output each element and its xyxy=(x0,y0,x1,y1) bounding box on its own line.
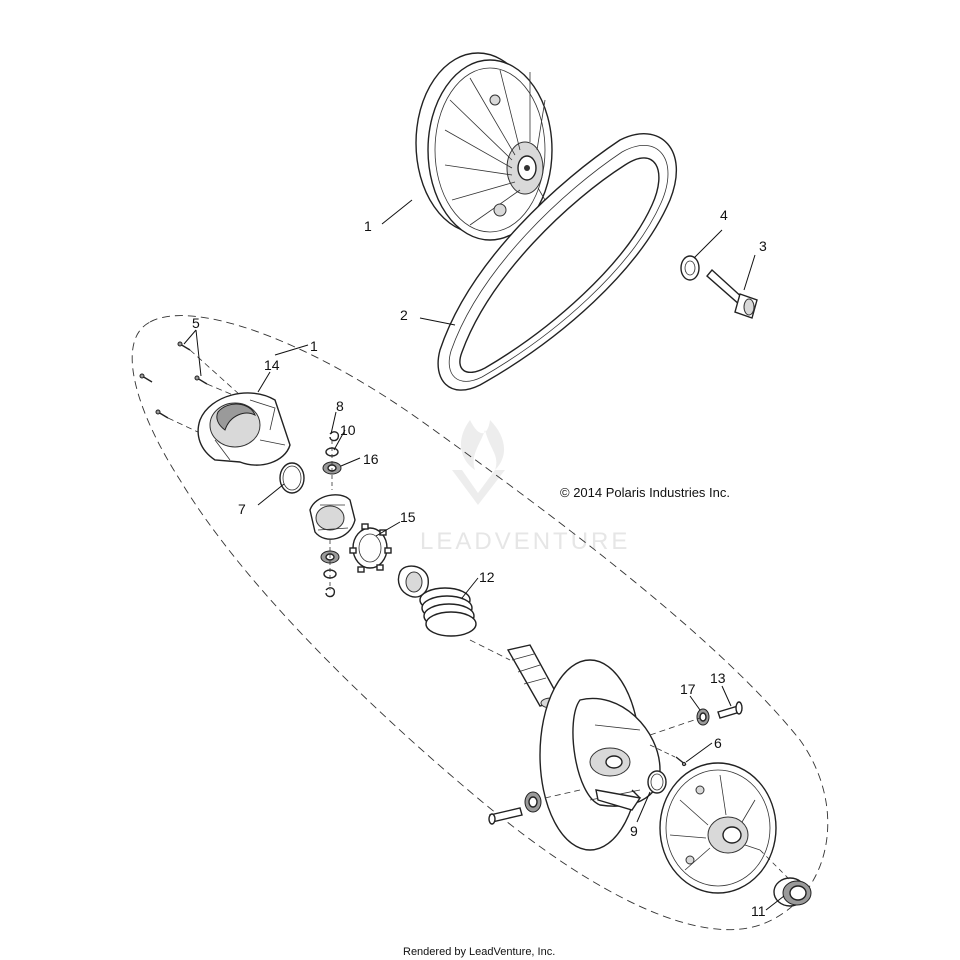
callout-labels: 1 2 3 4 5 1 14 7 8 10 16 15 12 13 17 6 9… xyxy=(192,207,767,919)
shaft xyxy=(469,639,562,709)
callout-8: 8 xyxy=(336,398,344,414)
roller-pin xyxy=(649,701,743,736)
callout-1-assembly: 1 xyxy=(310,338,318,354)
callout-15: 15 xyxy=(400,509,416,525)
callout-4: 4 xyxy=(720,207,728,223)
callout-1-top: 1 xyxy=(364,218,372,234)
callout-12: 12 xyxy=(479,569,495,585)
callout-3: 3 xyxy=(759,238,767,254)
callout-7: 7 xyxy=(238,501,246,517)
drive-belt xyxy=(437,133,677,391)
ring xyxy=(647,770,667,794)
washer xyxy=(680,255,700,281)
roller-stack-upper xyxy=(322,431,342,490)
callout-2: 2 xyxy=(400,307,408,323)
callout-9: 9 xyxy=(630,823,638,839)
callout-6: 6 xyxy=(714,735,722,751)
callout-17: 17 xyxy=(680,681,696,697)
bearing xyxy=(759,849,812,907)
hub xyxy=(309,494,356,540)
copyright-text: © 2014 Polaris Industries Inc. xyxy=(560,485,730,500)
roller-stack-lower xyxy=(320,540,340,598)
bolt xyxy=(706,268,758,319)
leader-lines xyxy=(183,199,785,911)
bushing-ring xyxy=(397,565,429,598)
callout-11: 11 xyxy=(751,903,766,919)
spring xyxy=(419,587,477,637)
rendered-by-text: Rendered by LeadVenture, Inc. xyxy=(403,946,555,958)
small-pin xyxy=(649,744,687,767)
clutch-cover xyxy=(197,392,291,466)
callout-5: 5 xyxy=(192,315,200,331)
secondary-clutch-top xyxy=(415,52,553,241)
watermark: LEADVENTURE xyxy=(420,420,630,555)
rear-cover xyxy=(659,762,777,894)
lower-pin xyxy=(488,789,641,825)
watermark-logo-icon xyxy=(452,420,505,505)
callout-14: 14 xyxy=(264,357,280,373)
fixed-sheave xyxy=(539,659,661,851)
assembly-outline xyxy=(131,315,829,931)
callout-10: 10 xyxy=(340,422,356,438)
callout-13: 13 xyxy=(710,670,726,686)
ramp-washer xyxy=(349,523,392,573)
snap-ring xyxy=(279,462,305,494)
callout-16: 16 xyxy=(363,451,379,467)
watermark-text: LEADVENTURE xyxy=(420,528,630,555)
